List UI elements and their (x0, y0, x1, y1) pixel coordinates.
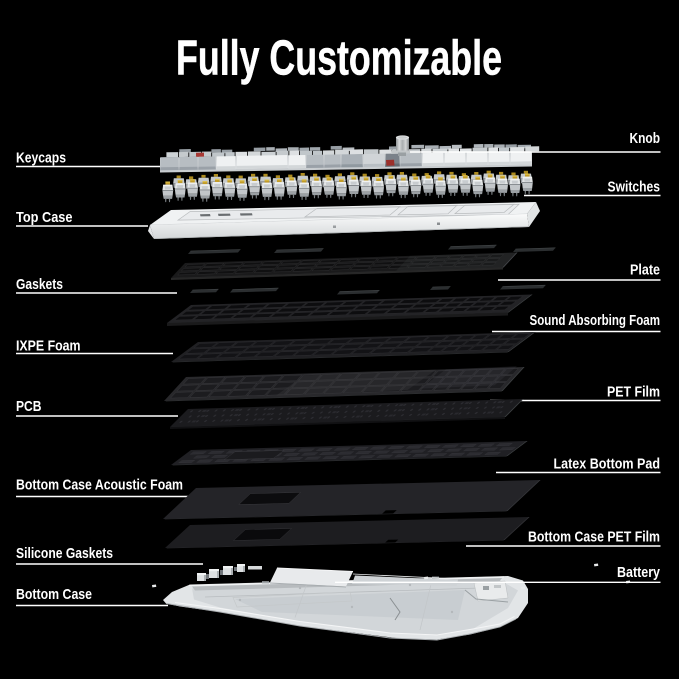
svg-text:Battery: Battery (617, 564, 661, 581)
svg-text:Knob: Knob (630, 130, 661, 147)
svg-text:Sound Absorbing Foam: Sound Absorbing Foam (530, 312, 661, 329)
svg-text:Top Case: Top Case (16, 209, 73, 226)
svg-text:Latex Bottom Pad: Latex Bottom Pad (554, 456, 661, 473)
svg-text:Bottom Case PET Film: Bottom Case PET Film (528, 529, 660, 546)
svg-text:Bottom Case Acoustic Foam: Bottom Case Acoustic Foam (16, 477, 183, 494)
svg-text:Bottom Case: Bottom Case (16, 586, 92, 603)
svg-text:Silicone Gaskets: Silicone Gaskets (16, 545, 113, 562)
svg-text:Gaskets: Gaskets (16, 276, 63, 293)
svg-text:Plate: Plate (630, 262, 660, 279)
svg-text:Switches: Switches (608, 179, 661, 196)
svg-text:IXPE Foam: IXPE Foam (16, 338, 81, 355)
svg-text:PET Film: PET Film (607, 384, 660, 401)
svg-text:PCB: PCB (16, 398, 42, 415)
svg-text:Keycaps: Keycaps (16, 150, 66, 167)
svg-text:Fully Customizable: Fully Customizable (176, 32, 502, 86)
